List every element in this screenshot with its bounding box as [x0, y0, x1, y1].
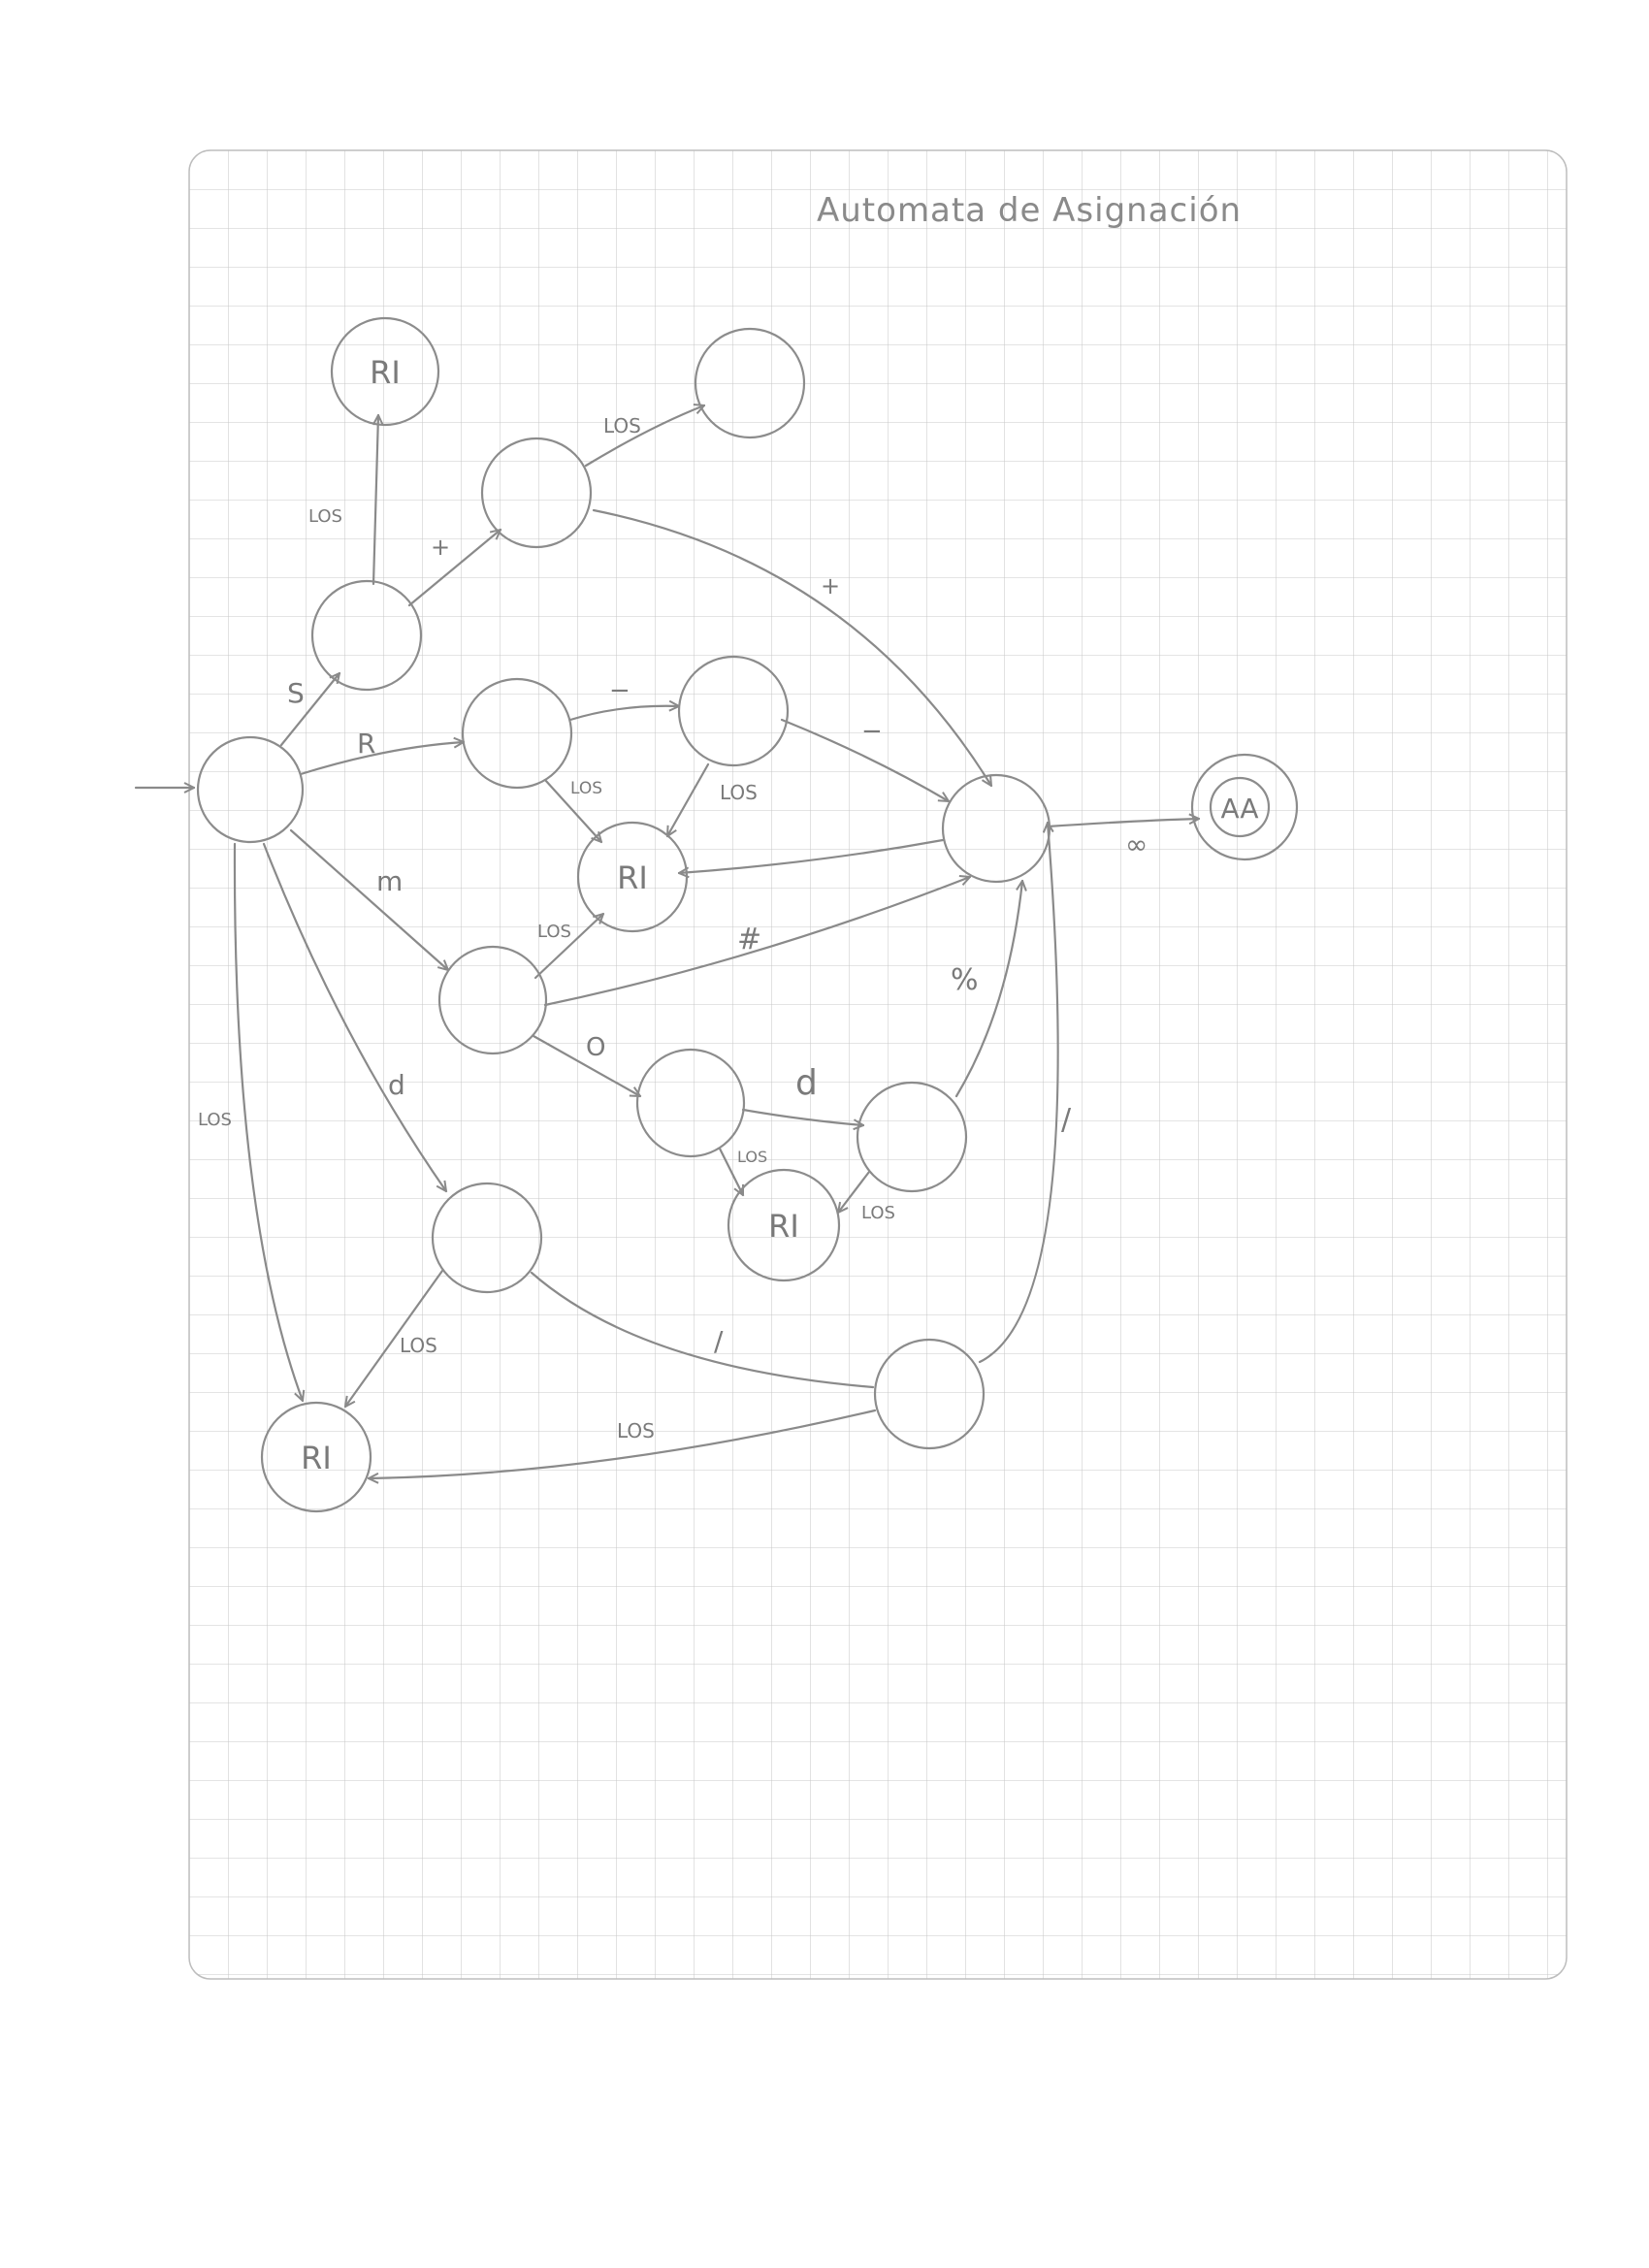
label-q8-q7: −: [861, 717, 883, 746]
state-q7: [941, 773, 1051, 884]
edge-q0-q4: [262, 842, 446, 1191]
state-ri-top: RI: [330, 316, 440, 427]
state-q9: [635, 1048, 746, 1158]
edge-q11-ri-bottom: [369, 1409, 877, 1478]
label-q3-q7: #: [737, 923, 761, 956]
edge-q10-q7: [954, 881, 1022, 1098]
label-q11-ri-bottom: LOS: [617, 1419, 655, 1442]
edge-q2-ri-center: [543, 778, 601, 842]
label-q0-q1: S: [287, 677, 305, 709]
label-q10-q7: %: [951, 963, 979, 997]
edge-q4-q11: [530, 1271, 875, 1389]
svg-text:RI: RI: [617, 859, 648, 896]
edge-q0-q1: [279, 673, 340, 747]
label-q11-q7: /: [1061, 1103, 1072, 1137]
edge-labels: S R m d LOS LOS + LOS + − LOS − LOS LOS …: [198, 414, 1148, 1442]
label-q3-q9: O: [586, 1033, 605, 1062]
page-title: Automata de Asignación: [817, 191, 1242, 230]
state-q5: [480, 437, 593, 549]
label-q4-ri-bottom: LOS: [400, 1334, 437, 1357]
edge-q0-ri-bottom: [233, 842, 303, 1401]
label-q3-ri-center: LOS: [537, 922, 571, 942]
state-q10: [856, 1081, 968, 1193]
edge-q3-q9: [532, 1034, 640, 1098]
label-q7-accept: ∞: [1125, 828, 1148, 860]
label-q9-ri-mid: LOS: [737, 1148, 767, 1166]
edge-q2-q8: [568, 706, 679, 722]
edge-q8-ri-center: [667, 762, 710, 836]
label-q5-q7: +: [821, 572, 840, 599]
state-ri-mid: RI: [727, 1168, 841, 1282]
svg-text:RI: RI: [301, 1440, 332, 1476]
state-q11: [873, 1338, 986, 1450]
svg-text:AA: AA: [1220, 793, 1258, 825]
edge-q4-ri-bottom: [345, 1269, 444, 1407]
label-q0-ri-bottom: LOS: [198, 1110, 232, 1130]
edge-q9-ri-mid: [718, 1147, 745, 1195]
edge-q7-accept: [1046, 819, 1199, 828]
states: RI RI AA: [196, 316, 1299, 1513]
label-q9-q10: d: [795, 1063, 818, 1103]
label-q1-q5: +: [431, 534, 450, 561]
label-q2-q8: −: [609, 676, 630, 705]
label-q8-ri-center: LOS: [720, 781, 758, 804]
svg-text:RI: RI: [370, 354, 401, 391]
label-q2-ri-center: LOS: [570, 779, 602, 798]
state-q3: [437, 945, 548, 1055]
edge-q9-q10: [741, 1108, 863, 1125]
edge-q5-q6: [584, 405, 704, 468]
label-q0-q2: R: [357, 728, 375, 760]
state-q6: [694, 327, 806, 439]
edge-q8-q7: [780, 718, 949, 801]
label-q0-q4: d: [388, 1069, 405, 1101]
label-q5-q6: LOS: [603, 414, 641, 437]
state-q2: [461, 677, 573, 790]
edge-q3-q7: [543, 877, 970, 1007]
svg-text:RI: RI: [768, 1208, 799, 1245]
edge-q1-q5: [407, 530, 501, 607]
edge-q0-q3: [289, 828, 448, 970]
state-ri-center: RI: [576, 821, 689, 933]
state-accept: AA: [1190, 753, 1299, 861]
label-q1-ri-top: LOS: [308, 506, 342, 527]
edge-q5-q7: [592, 508, 991, 786]
grid-paper: [188, 149, 1568, 1980]
edge-q1-ri-top: [373, 415, 378, 586]
edge-q10-ri-mid: [838, 1170, 871, 1213]
state-q8: [677, 655, 790, 767]
edge-q11-q7: [978, 823, 1059, 1364]
edge-q7-ri-center: [679, 838, 945, 873]
state-q1: [310, 579, 423, 692]
state-ri-bottom: RI: [260, 1401, 372, 1513]
label-q4-q11: /: [714, 1325, 724, 1357]
edges: [233, 405, 1199, 1478]
edge-q3-ri-center: [534, 914, 603, 980]
label-q0-q3: m: [376, 865, 403, 897]
state-q4: [431, 1182, 543, 1294]
state-q0: [196, 735, 305, 844]
edge-q0-q2: [299, 742, 464, 776]
label-q10-ri-mid: LOS: [861, 1203, 895, 1223]
